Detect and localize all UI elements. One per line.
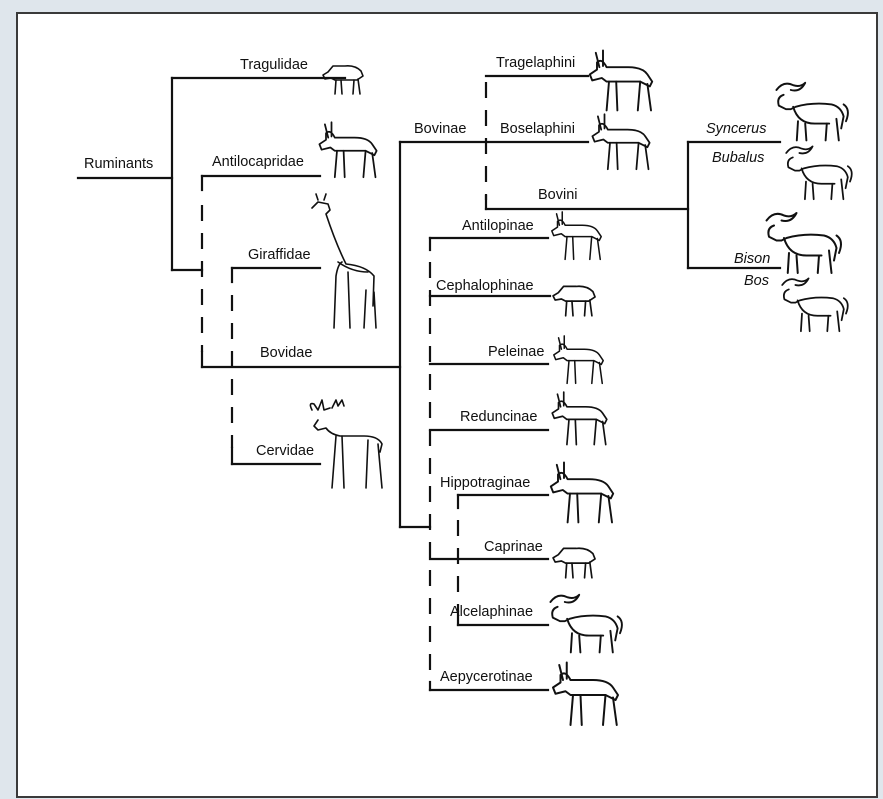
label-cervidae: Cervidae — [256, 443, 314, 459]
bison-icon — [765, 212, 842, 274]
label-antilocapridae: Antilocapridae — [212, 154, 304, 170]
rhebok-icon — [553, 335, 604, 385]
water-buffalo-icon — [785, 145, 853, 201]
pronghorn-icon — [318, 121, 378, 179]
label-bison: Bison — [734, 251, 770, 267]
label-tragulidae: Tragulidae — [240, 57, 308, 73]
label-hippotraginae: Hippotraginae — [440, 475, 530, 491]
label-bovini: Bovini — [538, 187, 578, 203]
label-antilopinae: Antilopinae — [462, 218, 534, 234]
label-aepycerotinae: Aepycerotinae — [440, 669, 533, 685]
tree-labels: Ruminants Tragulidae Antilocapridae Gira… — [84, 55, 770, 685]
animal-illustrations — [309, 49, 853, 726]
impala-icon — [552, 661, 619, 726]
tree-branches — [76, 74, 782, 692]
label-ruminants: Ruminants — [84, 156, 153, 172]
mouse-deer-icon — [322, 65, 364, 95]
gazelle-icon — [551, 211, 602, 261]
wildebeest-icon — [549, 593, 623, 654]
nilgai-icon — [591, 113, 651, 171]
label-giraffidae: Giraffidae — [248, 247, 311, 263]
label-bovinae: Bovinae — [414, 121, 466, 137]
giraffe-icon — [311, 193, 377, 329]
label-alcelaphinae: Alcelaphinae — [450, 604, 533, 620]
kudu-icon — [588, 49, 654, 112]
label-peleinae: Peleinae — [488, 344, 544, 360]
label-cephalophinae: Cephalophinae — [436, 278, 534, 294]
label-reduncinae: Reduncinae — [460, 409, 537, 425]
duiker-icon — [552, 285, 596, 317]
label-bubalus: Bubalus — [712, 150, 764, 166]
goat-icon — [552, 547, 596, 579]
deer-icon — [309, 399, 383, 489]
cape-buffalo-icon — [775, 81, 849, 142]
sable-antelope-icon — [549, 461, 615, 524]
label-bos: Bos — [744, 273, 769, 289]
label-syncerus: Syncerus — [706, 121, 766, 137]
label-caprinae: Caprinae — [484, 539, 543, 555]
cattle-icon — [781, 277, 849, 333]
reedbuck-icon — [551, 391, 608, 446]
label-tragelaphini: Tragelaphini — [496, 55, 575, 71]
label-bovidae: Bovidae — [260, 345, 312, 361]
label-boselaphini: Boselaphini — [500, 121, 575, 137]
